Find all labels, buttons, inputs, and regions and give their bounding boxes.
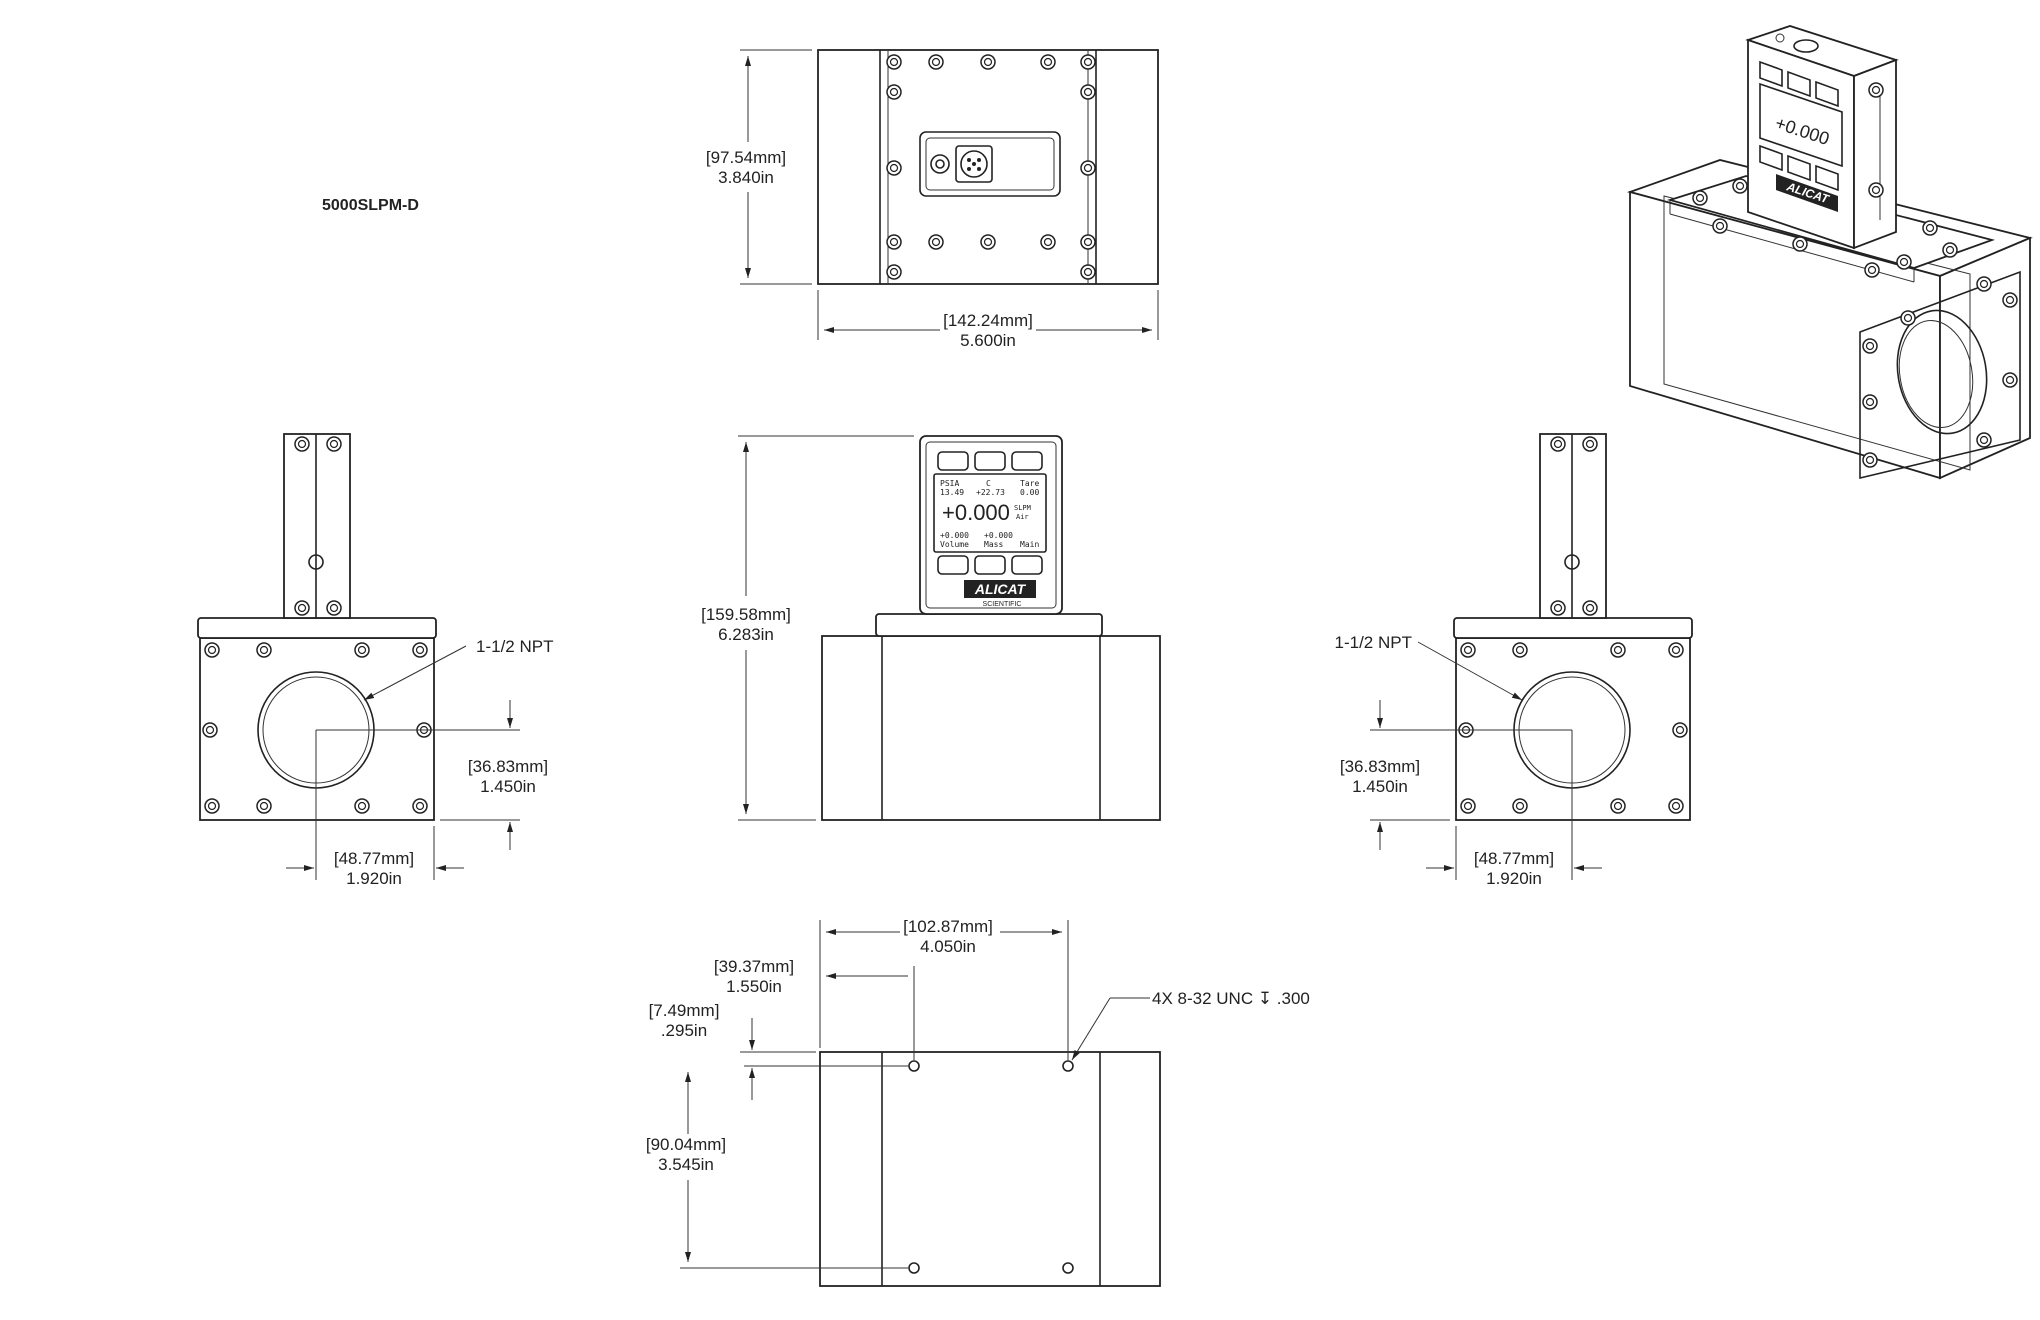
lcd-value-tare: 0.00 (1020, 488, 1039, 497)
right-center-height-mm: [36.83mm] (1340, 757, 1420, 776)
lcd-unit: SLPM (1014, 504, 1031, 512)
bottom-hole-span-in: 4.050in (920, 937, 976, 956)
lcd-value-psia: 13.49 (940, 488, 964, 497)
left-side-view: 1-1/2 NPT [36.83mm] 1.450in [48.77mm] 1.… (197, 433, 553, 888)
lcd-value-volume: +0.000 (940, 531, 969, 540)
right-center-height-in: 1.450in (1352, 777, 1408, 796)
top-height-mm: [97.54mm] (706, 148, 786, 167)
isometric-view: +0.000 ALICAT (1626, 25, 2033, 480)
bottom-hole-pitch-mm: [90.04mm] (646, 1135, 726, 1154)
bottom-view: [102.87mm] 4.050in [39.37mm] 1.550in [7.… (646, 917, 1310, 1287)
top-width-mm: [142.24mm] (943, 311, 1033, 330)
lcd-value-mass: +0.000 (984, 531, 1013, 540)
left-center-offset-in: 1.920in (346, 869, 402, 888)
right-center-offset-mm: [48.77mm] (1474, 849, 1554, 868)
bottom-hole-pitch-in: 3.545in (658, 1155, 714, 1174)
bottom-hole-callout: 4X 8-32 UNC ↧ .300 (1152, 989, 1310, 1008)
front-height-in: 6.283in (718, 625, 774, 644)
bottom-hole-offset-mm: [39.37mm] (714, 957, 794, 976)
lcd-label-main: Main (1020, 540, 1039, 549)
top-view: [97.54mm] 3.840in [142.24mm] 5.600in (706, 49, 1159, 350)
right-port-label: 1-1/2 NPT (1335, 633, 1412, 652)
top-height-in: 3.840in (718, 168, 774, 187)
lcd-label-tare: Tare (1020, 479, 1039, 488)
lcd-label-c: C (986, 479, 991, 488)
left-center-offset-mm: [48.77mm] (334, 849, 414, 868)
right-side-view: 1-1/2 NPT [36.83mm] 1.450in [48.77mm] 1.… (1335, 433, 1693, 888)
drawing-title: 5000SLPM-D (322, 197, 419, 214)
right-center-offset-in: 1.920in (1486, 869, 1542, 888)
lcd-label-psia: PSIA (940, 479, 959, 488)
lcd-label-volume: Volume (940, 540, 969, 549)
bottom-hole-offset-in: 1.550in (726, 977, 782, 996)
front-height-mm: [159.58mm] (701, 605, 791, 624)
left-center-height-in: 1.450in (480, 777, 536, 796)
left-port-label: 1-1/2 NPT (476, 637, 553, 656)
lcd-label-mass: Mass (984, 540, 1003, 549)
brand-logo: ALICAT (974, 581, 1027, 597)
top-width-in: 5.600in (960, 331, 1016, 350)
front-view: PSIA C Tare 13.49 +22.73 0.00 +0.000 SLP… (701, 435, 1161, 821)
bottom-edge-offset-in: .295in (661, 1021, 707, 1040)
left-center-height-mm: [36.83mm] (468, 757, 548, 776)
bottom-edge-offset-mm: [7.49mm] (649, 1001, 720, 1020)
lcd-value-c: +22.73 (976, 488, 1005, 497)
lcd-gas: Air (1016, 513, 1029, 521)
lcd-main-value: +0.000 (942, 500, 1010, 525)
bottom-hole-span-mm: [102.87mm] (903, 917, 993, 936)
brand-sub: SCIENTIFIC (983, 601, 1022, 608)
